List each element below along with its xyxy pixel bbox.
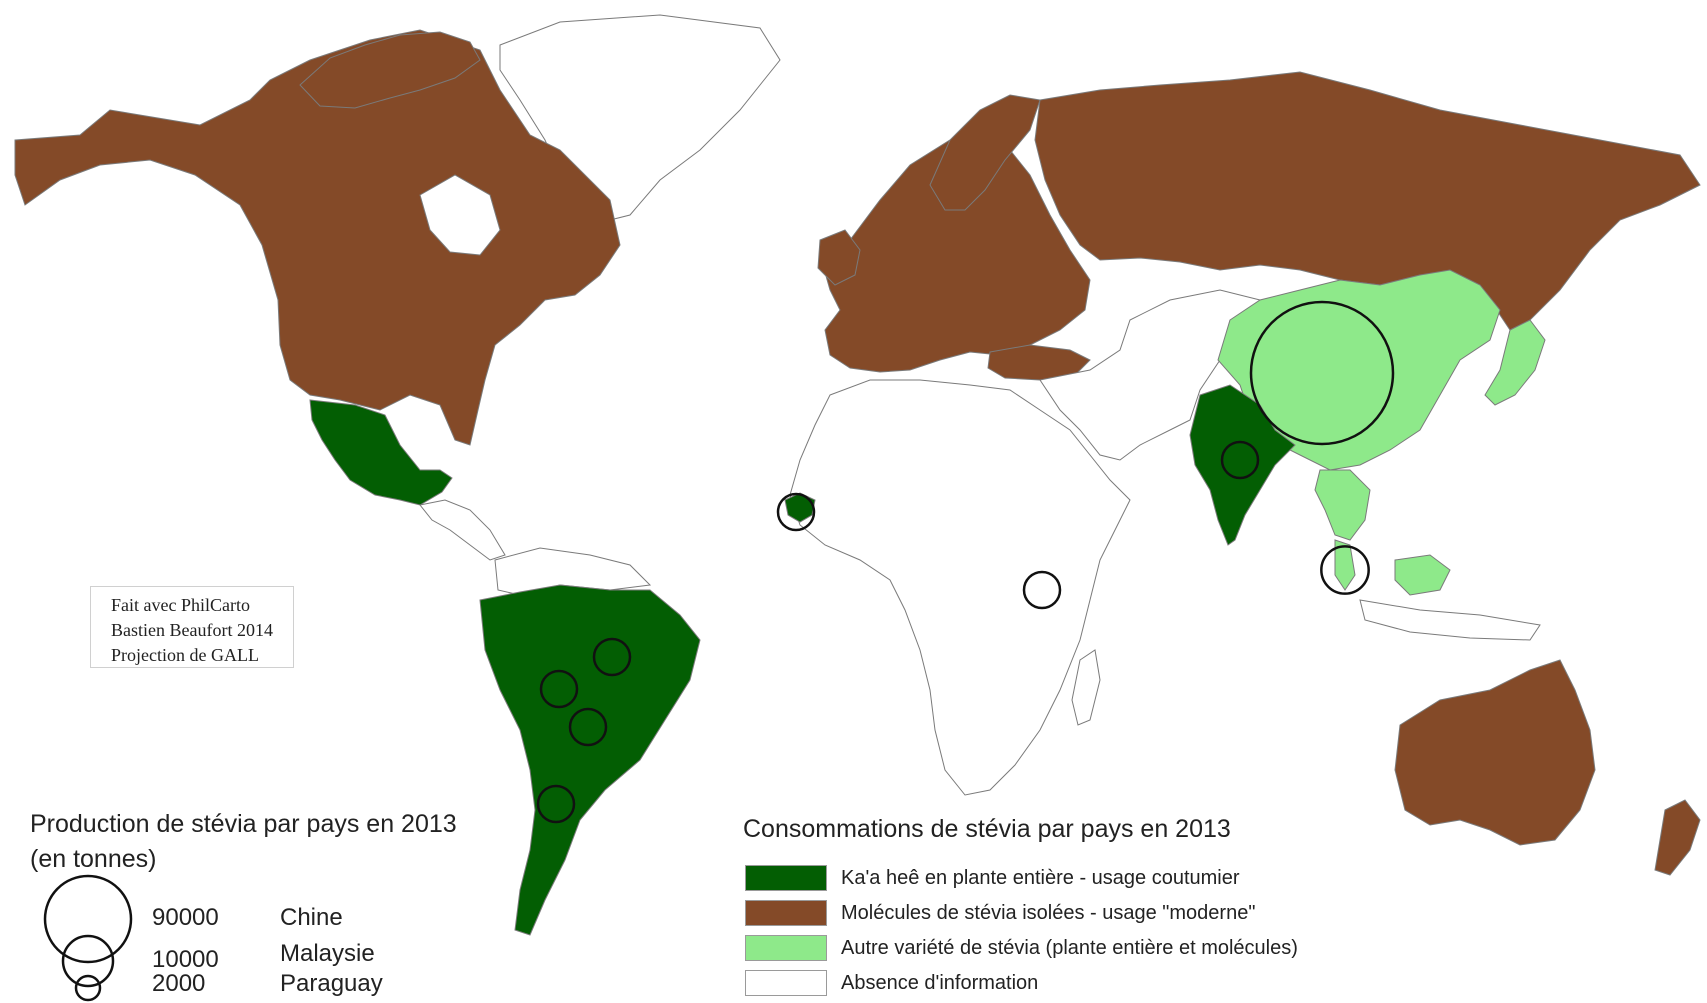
south-america-north [494,547,652,596]
hudson-bay [419,174,501,256]
production-legend-title: Production de stévia par pays en 2013 [30,810,457,838]
japan [1484,319,1546,406]
legend-label-customary: Ka'a heê en plante entière - usage coutu… [841,867,1240,889]
africa [789,379,1131,796]
size-legend-circle-10000 [61,934,115,988]
middle-east-central-asia [1039,289,1261,461]
malaysia-peninsula [1334,539,1356,591]
production-circle-sénégal [776,492,816,532]
consumption-legend-title: Consommations de stévia par pays en 2013 [743,815,1231,843]
production-circle-kenya [1022,570,1062,610]
credit-line-2: Bastien Beaufort 2014 [111,620,273,640]
production-circle-chine [1249,300,1395,446]
production-circle-brésil [592,637,632,677]
size-value-90000: 90000 [152,904,219,931]
legend-label-other-variety: Autre variété de stévia (plante entière … [841,937,1298,959]
size-legend-circle-2000 [74,974,102,1002]
mexico [309,399,453,506]
south-america [479,584,701,936]
borneo [1394,554,1451,596]
southeast-asia [1314,469,1371,541]
size-country-malaysie: Malaysie [280,940,375,967]
credit-line-3: Projection de GALL [111,645,259,665]
british-isles [817,229,861,286]
senegal [784,492,816,523]
size-value-10000: 10000 [152,946,219,973]
legend-swatch-no-info [745,970,827,996]
legend-swatch-modern [745,900,827,926]
north-america-canada-usa [14,29,621,446]
madagascar [1071,649,1101,726]
legend-label-modern: Molécules de stévia isolées - usage "mod… [841,902,1256,924]
credits-box: Fait avec PhilCarto Bastien Beaufort 201… [90,586,294,668]
production-circle-paraguay [568,707,608,747]
production-legend-subtitle: (en tonnes) [30,845,157,873]
credit-line-1: Fait avec PhilCarto [111,595,250,615]
indonesia [1359,599,1541,641]
size-country-chine: Chine [280,904,343,931]
size-value-2000: 2000 [152,970,206,997]
new-zealand [1654,799,1701,876]
australia [1394,659,1596,846]
production-circles-layer [536,300,1395,824]
legend-swatch-other-variety [745,935,827,961]
size-country-paraguay: Paraguay [280,970,383,997]
scandinavia [929,94,1041,211]
central-america [419,499,506,561]
production-circle-argentine [536,784,576,824]
india [1189,384,1296,546]
legend-label-no-info: Absence d'information [841,972,1039,994]
legend-swatch-customary [745,865,827,891]
production-circle-malaysie [1320,545,1370,595]
canadian-arctic-islands [299,31,481,109]
size-legend-circle-90000 [43,874,133,964]
production-circle-inde [1220,440,1260,480]
production-circle-bolivie [539,669,579,709]
